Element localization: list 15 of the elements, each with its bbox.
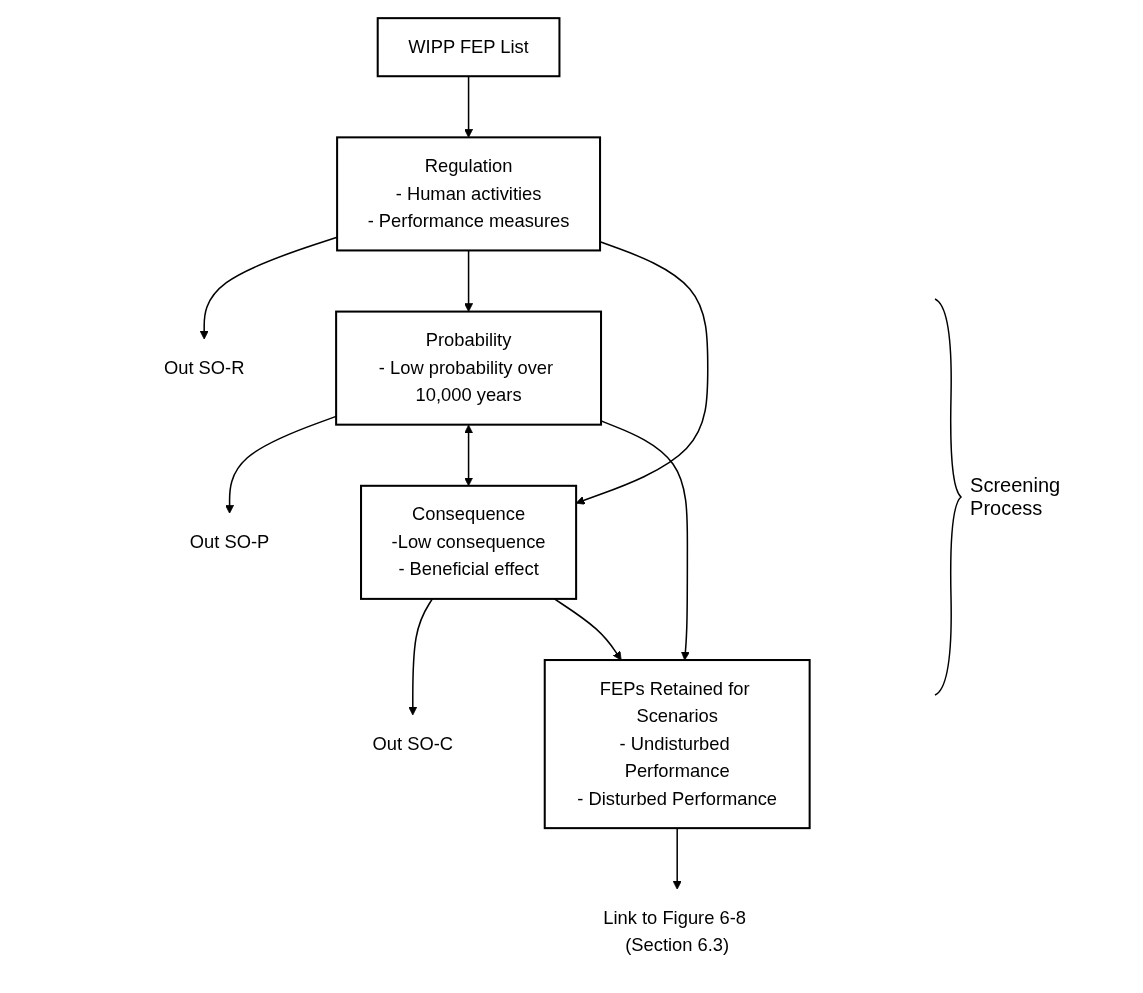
arrow — [408, 598, 434, 716]
arrow — [600, 420, 690, 661]
arrow — [553, 598, 622, 661]
arrow — [225, 415, 337, 514]
node-box: FEPs Retained for Scenarios - Undisturbed Performance - Disturbed Performance — [543, 659, 811, 830]
node-text: Link to Figure 6-8 (Section 6.3) — [603, 907, 746, 956]
node-box: Probability - Low probability over 10,000 years — [335, 310, 603, 426]
node-box: Consequence -Low consequence - Beneficial effect — [360, 484, 578, 600]
arrow — [199, 236, 338, 340]
node-text: Out SO-C — [372, 733, 454, 754]
node-box: WIPP FEP List — [376, 17, 561, 78]
node-text: Out SO-P — [189, 531, 270, 553]
node-box: Regulation - Human activities - Performance measures — [336, 136, 602, 252]
bracket-label: Screening Process — [970, 473, 1062, 520]
node-text: Out SO-R — [163, 357, 245, 378]
